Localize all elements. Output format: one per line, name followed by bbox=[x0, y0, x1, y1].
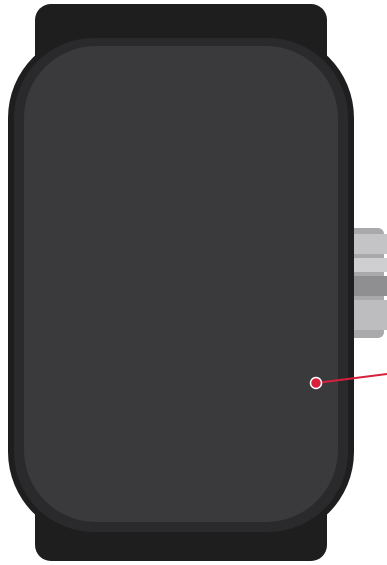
watch-screen bbox=[24, 46, 338, 522]
callout-dot bbox=[311, 378, 322, 389]
